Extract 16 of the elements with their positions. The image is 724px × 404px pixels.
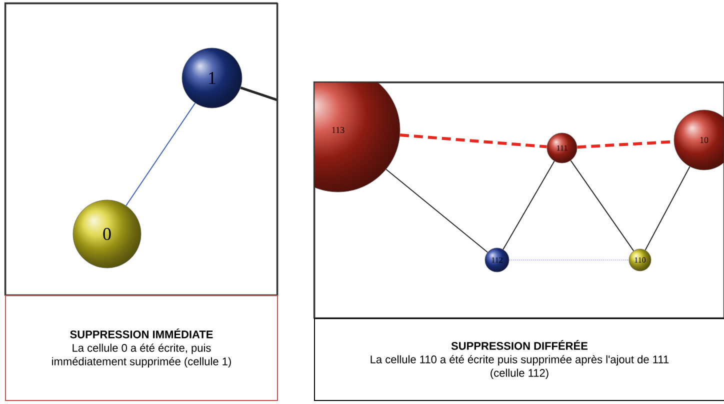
connector-line (644, 166, 690, 251)
caption-box: SUPPRESSION IMMÉDIATE La cellule 0 a été écrite, puis immédiatement supprimée (cellule 1) (5, 295, 278, 401)
ball: 1 (182, 48, 242, 108)
connector-line (386, 168, 488, 253)
ball: 110 (628, 248, 652, 272)
connector-line (502, 160, 555, 250)
ball: 111 (546, 132, 578, 164)
caption-box: SUPPRESSION DIFFÉRÉE La cellule 110 a été écrite puis supprimée après l'ajout de 111 (cellule 112) (314, 318, 724, 401)
connector-line (126, 102, 196, 206)
panel-frame (314, 82, 724, 320)
panel-frame (5, 3, 278, 296)
connector-line (400, 133, 547, 148)
ball: 0 (72, 200, 142, 268)
ball: 112 (484, 248, 510, 272)
connector-line (240, 86, 277, 102)
connector-line (570, 160, 634, 252)
